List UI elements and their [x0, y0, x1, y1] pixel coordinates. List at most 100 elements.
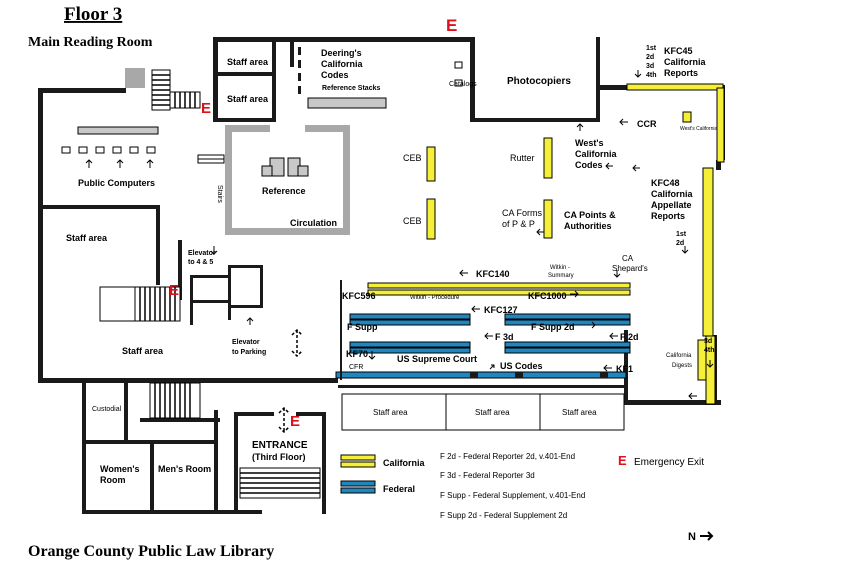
legend-abbreviation: F Supp 2d - Federal Supplement 2d: [440, 511, 567, 520]
reference-label: Reference: [262, 186, 306, 196]
staff-area-label: Staff area: [475, 408, 510, 417]
stairs-lower: [149, 382, 201, 419]
kfc48-label: Appellate: [651, 200, 692, 210]
legend-abbreviation: F 3d - Federal Reporter 3d: [440, 471, 535, 480]
staff-area-label: Staff area: [227, 57, 269, 67]
shelf-dividers: [340, 280, 608, 380]
us-supreme-court-label: US Supreme Court: [397, 354, 477, 364]
stairs-top: [151, 69, 201, 111]
kfc140-label: KFC140: [476, 269, 510, 279]
kfc48-label: California: [651, 189, 694, 199]
reference-stacks-label: Reference Stacks: [322, 85, 380, 92]
california-swatch: [340, 461, 376, 468]
inner-stairs-small: [197, 154, 225, 164]
ca-forms-label: of P & P: [502, 219, 535, 229]
staff-area-label: Staff area: [227, 94, 269, 104]
f-supp-2d-label: F Supp 2d: [531, 322, 575, 332]
ceb-label: CEB: [403, 216, 422, 226]
deerings-label: Codes: [321, 70, 349, 80]
witkin-summary-label: Witkin -: [550, 265, 570, 271]
entrance-label: (Third Floor): [252, 452, 306, 462]
room-labels: Staff area Staff area Staff area Staff a…: [66, 57, 597, 485]
emergency-exit-marker: E: [290, 413, 300, 430]
deerings-label: Deering's: [321, 48, 362, 58]
wests-codes-label: California: [575, 149, 618, 159]
custodial-label: Custodial: [92, 406, 122, 413]
kfc48-label: Reports: [651, 211, 685, 221]
kf70-label: KF70: [346, 349, 368, 359]
deerings-shelf: [298, 47, 301, 94]
federal-shelves: [335, 313, 631, 379]
kfc1000-label: KFC1000: [528, 291, 567, 301]
legend-exit-marker: E: [618, 453, 627, 468]
gray-walls: [125, 68, 350, 235]
elevator-parking-label: Elevator: [232, 339, 260, 346]
floor-list-label: 3d: [704, 338, 712, 345]
kfc45-label: California: [664, 57, 707, 67]
floor-list-label: 4th: [646, 72, 657, 79]
north-arrow-icon: [700, 531, 714, 541]
catalogs-label: Catalogs: [449, 81, 477, 88]
deerings-label: California: [321, 59, 364, 69]
floor-list-label: 3d: [646, 63, 654, 70]
staff-area-label: Staff area: [122, 346, 164, 356]
wests-california-small-label: West's California: [680, 126, 717, 132]
wests-codes-label: Codes: [575, 160, 603, 170]
library-name: Orange County Public Law Library: [28, 543, 274, 560]
kfc45-label: KFC45: [664, 46, 693, 56]
california-shelves: [367, 83, 725, 405]
ceb-label: CEB: [403, 153, 422, 163]
f-supp-label: F Supp: [347, 322, 378, 332]
f-2d-label: F 2d: [620, 332, 639, 342]
wests-codes-label: West's: [575, 138, 604, 148]
elevator-upper-label: Elevator: [188, 250, 216, 257]
entrance-path-arrows: [278, 328, 303, 434]
circulation-label: Circulation: [290, 218, 337, 228]
elevator-parking-label: to Parking: [232, 349, 266, 356]
staff-area-row: [341, 393, 625, 431]
staff-area-label: Staff area: [66, 233, 108, 243]
emergency-exit-marker: E: [201, 100, 211, 117]
cfr-label: CFR: [349, 364, 363, 371]
emergency-exit-marker: E: [169, 282, 179, 299]
legend-california-label: California: [383, 458, 426, 468]
legend-emergency-exit-label: Emergency Exit: [634, 457, 704, 468]
rutter-label: Rutter: [510, 153, 535, 163]
staff-area-label: Staff area: [373, 408, 408, 417]
ca-points-label: Authorities: [564, 221, 612, 231]
ca-shepards-label: Shepard's: [612, 264, 648, 273]
ccr-label: CCR: [637, 119, 657, 129]
photocopiers-label: Photocopiers: [507, 76, 571, 87]
emergency-exit-marker: E: [446, 16, 457, 35]
kfc596-label: KFC596: [342, 291, 376, 301]
floor-list-label: 1st: [646, 45, 657, 52]
floor-list-label: 1st: [676, 231, 687, 238]
legend-abbreviation: F 2d - Federal Reporter 2d, v.401-End: [440, 452, 575, 461]
kf1-label: KF1: [616, 364, 633, 374]
california-digests-label: California: [666, 353, 692, 359]
floor-list-label: 4th: [704, 347, 715, 354]
kfc127-label: KFC127: [484, 305, 518, 315]
witkin-summary-label: Summary: [548, 273, 574, 279]
california-digests-label: Digests: [672, 363, 692, 369]
us-codes-label: US Codes: [500, 361, 543, 371]
staff-area-label: Staff area: [562, 408, 597, 417]
stairs-label: Stairs: [216, 185, 223, 203]
witkin-procedure-label: Witkin - Procedure: [410, 295, 460, 301]
federal-swatch: [340, 480, 376, 487]
direction-arrows: [85, 70, 714, 400]
womens-room-label: Women's: [100, 464, 139, 474]
womens-room-label: Room: [100, 475, 126, 485]
floor-subtitle: Main Reading Room: [28, 35, 153, 50]
federal-swatch: [340, 487, 376, 494]
catalog-terminals: [454, 61, 463, 87]
floor-list-label: 2d: [676, 240, 684, 247]
elevator-upper-label: to 4 & 5: [188, 259, 213, 266]
mens-room-label: Men's Room: [158, 464, 211, 474]
california-swatch: [340, 454, 376, 461]
ca-shepards-label: CA: [622, 254, 634, 263]
floor-title: Floor 3: [64, 4, 122, 25]
computer-row: [61, 146, 156, 154]
ca-points-label: CA Points &: [564, 210, 616, 220]
